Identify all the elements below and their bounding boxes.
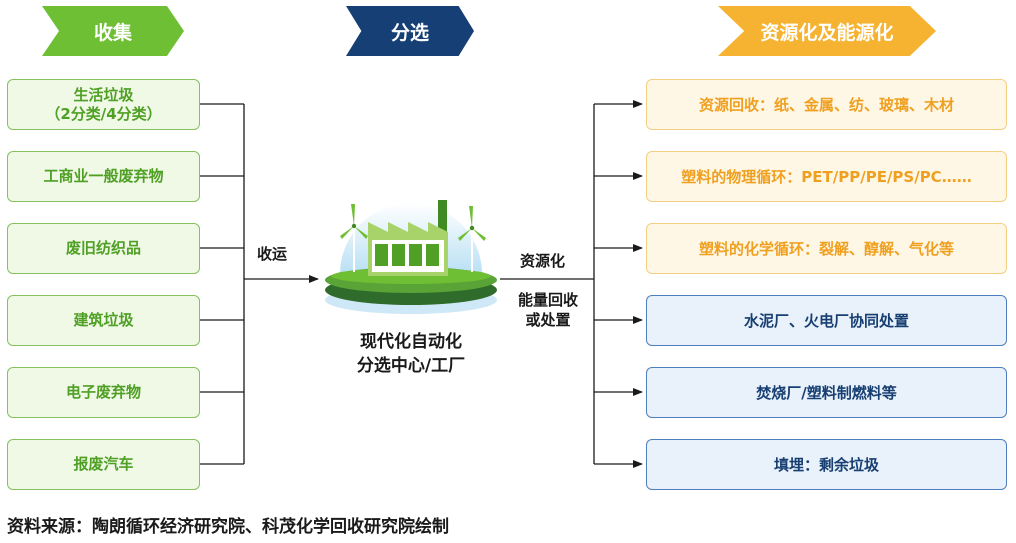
factory-icon xyxy=(325,200,497,314)
outcome-co-processing: 水泥厂、火电厂协同处置 xyxy=(646,295,1007,346)
outcome-label: 塑料的物理循环：PET/PP/PE/PS/PC…… xyxy=(681,168,972,186)
collect-item-electronic: 电子废弃物 xyxy=(7,367,200,418)
collect-item-vehicles: 报废汽车 xyxy=(7,439,200,490)
sort-header: 分选 xyxy=(346,6,474,56)
outcome-resource-recovery: 资源回收：纸、金属、纺、玻璃、木材 xyxy=(646,79,1007,130)
source-note: 资料来源：陶朗循环经济研究院、科茂化学回收研究院绘制 xyxy=(7,517,449,537)
resource-header: 资源化及能源化 xyxy=(718,6,936,56)
outcome-label: 资源回收：纸、金属、纺、玻璃、木材 xyxy=(698,96,954,114)
outcome-label: 塑料的化学循环：裂解、醇解、气化等 xyxy=(698,240,954,258)
collect-header: 收集 xyxy=(42,6,184,56)
sorting-center-line2: 分选中心/工厂 xyxy=(356,356,466,376)
collect-item-label: 工商业一般废弃物 xyxy=(43,167,164,185)
outcome-label: 填埋：剩余垃圾 xyxy=(773,456,879,474)
collect-item-commercial: 工商业一般废弃物 xyxy=(7,151,200,202)
outcome-label: 焚烧厂/塑料制燃料等 xyxy=(756,384,897,402)
energy-label-line2: 或处置 xyxy=(525,311,571,329)
sorting-center-line1: 现代化自动化 xyxy=(360,332,462,352)
outcome-chemical-recycling: 塑料的化学循环：裂解、醇解、气化等 xyxy=(646,223,1007,274)
outcome-label: 水泥厂、火电厂协同处置 xyxy=(743,312,909,330)
energy-recovery-label: 能量回收 或处置 xyxy=(512,290,584,330)
collect-item-label: 废旧纺织品 xyxy=(65,239,141,257)
collect-item-household: 生活垃圾 （2分类/4分类） xyxy=(7,79,200,130)
collect-item-sublabel: （2分类/4分类） xyxy=(45,104,162,123)
collect-item-label: 报废汽车 xyxy=(73,455,134,473)
outcome-incineration: 焚烧厂/塑料制燃料等 xyxy=(646,367,1007,418)
sorting-center-label: 现代化自动化 分选中心/工厂 xyxy=(336,330,486,378)
resource-label: 资源化 xyxy=(520,252,566,270)
outcome-physical-recycling: 塑料的物理循环：PET/PP/PE/PS/PC…… xyxy=(646,151,1007,202)
collect-item-label: 电子废弃物 xyxy=(65,383,141,401)
energy-label-line1: 能量回收 xyxy=(517,291,578,309)
collect-item-label: 建筑垃圾 xyxy=(73,311,134,329)
collect-item-label: 生活垃圾 xyxy=(73,85,134,104)
transport-label: 收运 xyxy=(257,245,288,263)
collect-item-textiles: 废旧纺织品 xyxy=(7,223,200,274)
collect-item-construction: 建筑垃圾 xyxy=(7,295,200,346)
outcome-landfill: 填埋：剩余垃圾 xyxy=(646,439,1007,490)
